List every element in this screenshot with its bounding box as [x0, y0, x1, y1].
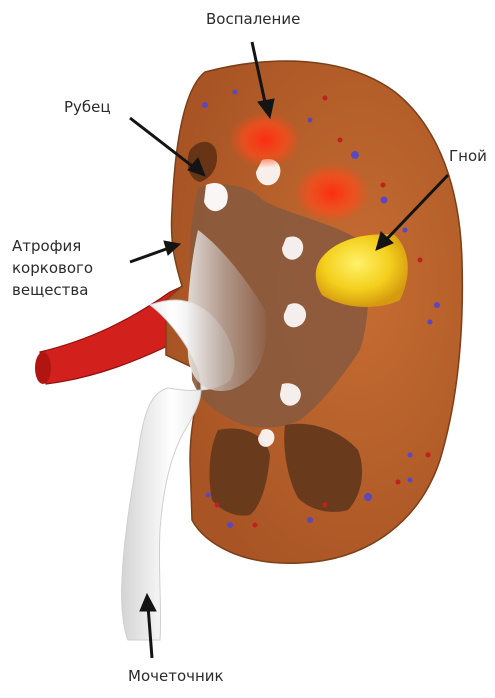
label-inflammation: Воспаление: [206, 10, 300, 28]
label-scar: Рубец: [64, 98, 111, 116]
label-pus: Гной: [449, 147, 487, 165]
label-atrophy-line3: вещества: [12, 279, 93, 301]
arrow-atrophy: [130, 248, 169, 262]
label-atrophy-line1: Атрофия: [12, 235, 93, 257]
label-cortex-atrophy: Атрофия коркового вещества: [12, 235, 93, 301]
label-ureter: Мочеточник: [128, 667, 224, 685]
label-atrophy-line2: коркового: [12, 257, 93, 279]
